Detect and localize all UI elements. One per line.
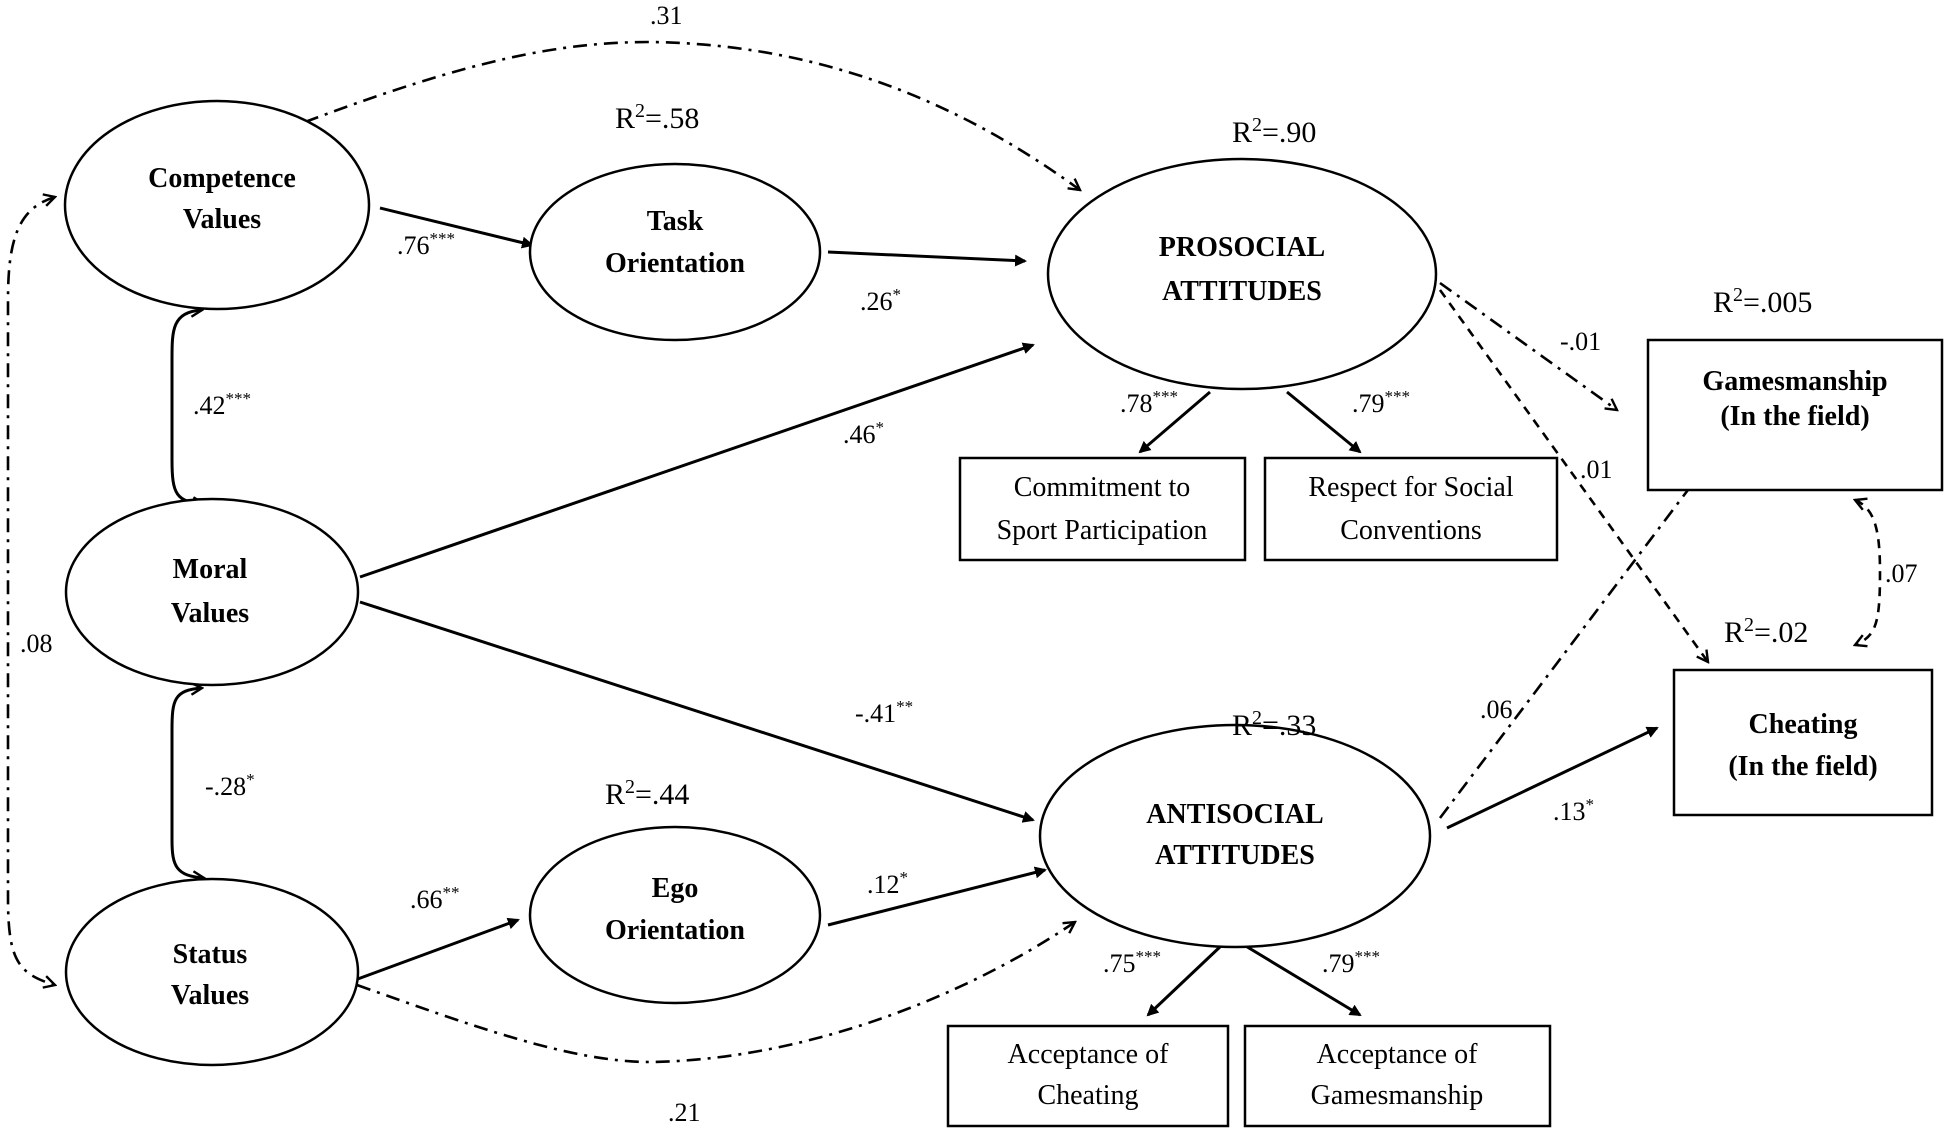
node-status-values: Status Values [64,877,360,1067]
node-label-line: Moral [173,554,248,585]
node-ego-orientation: Ego Orientation [528,825,822,1005]
coef-moral-status: -.28* [205,770,255,801]
coef-competence-to-task: .76*** [397,229,455,260]
path-gamesmanship-cheating [1855,500,1882,645]
path-antisocial-to-acc-cheating [1146,943,1224,1017]
r-squared-gamesmanship: R2=.005 [1713,284,1812,319]
box-acceptance-gamesmanship: Acceptance of Gamesmanship [1243,1024,1552,1128]
node-label-line: ATTITUDES [1155,840,1315,871]
box-label-line: Acceptance of [1317,1039,1479,1070]
node-label-line: Task [647,206,704,237]
node-moral-values: Moral Values [64,497,360,687]
node-antisocial-attitudes: ANTISOCIAL ATTITUDES [1038,723,1432,949]
box-commitment: Commitment to Sport Participation [958,456,1247,562]
coef-prosocial-to-respect: .79*** [1352,387,1410,418]
coef-task-to-prosocial: .26* [860,285,901,316]
box-cheating-field: Cheating (In the field) [1672,668,1934,817]
node-label-line: Status [173,939,248,970]
r-squared-task: R2=.58 [615,100,699,135]
box-acceptance-cheating: Acceptance of Cheating [946,1024,1230,1128]
coef-ego-to-antisocial: .12* [867,868,908,899]
node-label-line: Values [171,598,249,629]
box-gamesmanship-field: Gamesmanship (In the field) [1646,338,1944,492]
path-prosocial-to-gamesmanship [1439,281,1617,410]
coef-prosocial-to-commitment: .78*** [1120,387,1178,418]
node-label-line: Values [171,980,249,1011]
coef-status-to-antisocial: .21 [668,1098,701,1127]
path-antisocial-to-acc-gamesmanship [1243,943,1362,1017]
coef-prosocial-to-cheating: .01 [1580,455,1613,484]
coef-antisocial-to-cheating: .13* [1553,795,1594,826]
node-label-line: ANTISOCIAL [1146,799,1323,830]
box-label-line: Acceptance of [1008,1039,1170,1070]
node-competence-values: Competence Values [63,99,371,311]
path-moral-to-prosocial [359,342,1035,579]
path-prosocial-to-cheating [1438,289,1708,662]
path-antisocial-to-cheating [1446,726,1659,830]
node-label-line: Values [183,204,261,235]
path-status-to-ego [354,917,520,982]
node-prosocial-attitudes: PROSOCIAL ATTITUDES [1046,157,1438,391]
box-label-line: (In the field) [1720,401,1869,432]
path-antisocial-to-gamesmanship [1438,478,1697,819]
coef-gamesmanship-cheating: .07 [1885,559,1918,588]
path-moral-status [170,688,204,878]
coef-competence-moral: .42*** [193,389,251,420]
path-prosocial-to-commitment [1138,390,1211,454]
coef-moral-to-prosocial: .46* [843,418,884,449]
coef-antisocial-to-acc-cheating: .75*** [1103,947,1161,978]
node-label-line: ATTITUDES [1162,276,1322,307]
node-label-line: Ego [652,873,699,904]
r-squared-cheating: R2=.02 [1724,614,1808,649]
box-label-line: Sport Participation [997,515,1208,546]
node-label-line: Competence [148,163,296,194]
box-label-line: Respect for Social [1308,472,1513,503]
node-label-line: Orientation [605,248,745,279]
box-label-line: Gamesmanship [1311,1080,1484,1111]
coef-prosocial-to-gamesmanship: -.01 [1560,327,1601,356]
box-label-line: Gamesmanship [1702,366,1887,397]
coef-status-to-ego: .66** [410,883,460,914]
coef-antisocial-to-acc-gamesmanship: .79*** [1322,947,1380,978]
path-competence-to-task [379,206,534,249]
box-label-line: Cheating [1749,709,1858,740]
node-task-orientation: Task Orientation [528,162,822,342]
path-competence-status [6,197,55,985]
box-label-line: Commitment to [1014,472,1191,503]
coef-moral-to-antisocial: -.41** [855,697,913,728]
box-label-line: Cheating [1037,1080,1138,1111]
box-label-line: (In the field) [1728,751,1877,782]
path-ego-to-antisocial [827,866,1047,927]
box-respect: Respect for Social Conventions [1263,456,1559,562]
node-label-line: PROSOCIAL [1159,232,1325,263]
coef-competence-status: .08 [20,629,53,658]
coef-competence-to-prosocial: .31 [650,1,683,30]
r-squared-prosocial: R2=.90 [1232,114,1316,149]
node-label-line: Orientation [605,915,745,946]
box-label-line: Conventions [1340,515,1482,546]
path-prosocial-to-respect [1286,390,1362,454]
coef-antisocial-to-gamesmanship: .06 [1480,695,1513,724]
path-task-to-prosocial [827,250,1027,267]
r-squared-antisocial: R2=.33 [1232,707,1316,742]
path-status-to-antisocial [356,922,1075,1064]
path-moral-to-antisocial [359,600,1035,823]
r-squared-ego: R2=.44 [605,776,689,811]
